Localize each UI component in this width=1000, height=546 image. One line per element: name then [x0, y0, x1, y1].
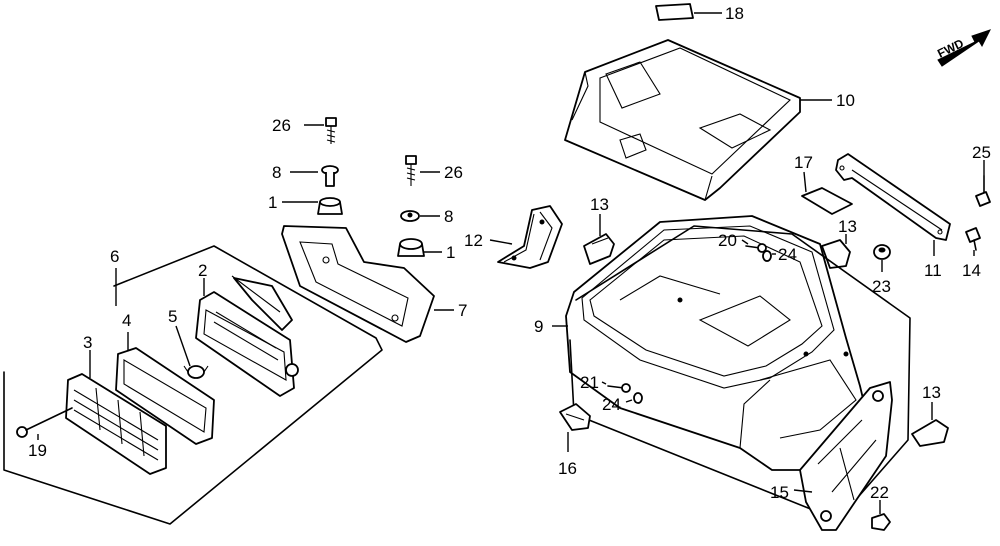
- callout-19: 19: [28, 441, 47, 460]
- callout-8-left: 8: [272, 163, 281, 182]
- part-1-grommet-right: [397, 238, 425, 257]
- part-24-nut-upper: [762, 250, 772, 262]
- part-20-screw: [745, 243, 767, 253]
- callout-9: 9: [534, 317, 543, 336]
- forward-arrow-icon: FWD: [935, 29, 991, 67]
- part-24-nut-lower: [633, 392, 643, 404]
- callout-13-upper: 13: [590, 195, 609, 214]
- part-6-assembly-outline: [3, 245, 383, 525]
- part-11-strap: [835, 153, 951, 241]
- callout-1-right: 1: [446, 243, 455, 262]
- part-26-screw-right: [405, 155, 417, 186]
- callout-labels: 18 10 26 26 8 8 1 1 6 2 4 5 3 7 19 12 13…: [28, 4, 991, 502]
- part-9-assembly-outline: [569, 225, 911, 521]
- part-7-light-bracket: [281, 225, 435, 343]
- part-18-label-sticker: [655, 3, 694, 21]
- part-16-latch: [559, 403, 591, 431]
- callout-18: 18: [725, 4, 744, 23]
- part-3-lens: [65, 373, 167, 475]
- callout-11: 11: [924, 261, 942, 280]
- part-23-nut: [873, 244, 891, 260]
- callout-24-lower: 24: [602, 395, 621, 414]
- part-19-screw: [16, 407, 73, 438]
- callout-15: 15: [770, 483, 789, 502]
- part-25-bolt: [975, 175, 991, 207]
- part-13-clip-upper: [583, 233, 615, 265]
- callout-13-mid: 13: [838, 217, 857, 236]
- part-1-grommet-left: [317, 197, 343, 215]
- callout-2: 2: [198, 261, 207, 280]
- callout-22: 22: [870, 483, 889, 502]
- callout-26-right: 26: [444, 163, 463, 182]
- callout-7: 7: [458, 301, 467, 320]
- callout-12: 12: [464, 231, 483, 250]
- callout-6: 6: [110, 247, 119, 266]
- part-8-washer-right: [400, 210, 420, 222]
- part-4-gasket: [115, 347, 215, 445]
- part-12-hinge-bracket: [497, 205, 563, 269]
- part-8-washer-left: [321, 165, 339, 187]
- callout-21: 21: [580, 373, 599, 392]
- callout-13-right: 13: [922, 383, 941, 402]
- part-14-bolt: [965, 227, 981, 251]
- callout-16: 16: [558, 459, 577, 478]
- callout-17: 17: [794, 153, 813, 172]
- callout-14: 14: [962, 261, 981, 280]
- callout-25: 25: [972, 143, 991, 162]
- callout-23: 23: [872, 277, 891, 296]
- callout-10: 10: [836, 91, 855, 110]
- part-10-trunk-lid: [564, 39, 801, 201]
- part-5-bulb: [183, 365, 209, 379]
- part-9-trunk-box: [565, 215, 869, 471]
- callout-24-upper: 24: [778, 245, 797, 264]
- part-2-light-housing: [195, 275, 299, 397]
- part-17-pad: [801, 187, 853, 215]
- part-26-screw-left: [325, 117, 337, 144]
- callout-26-left: 26: [272, 116, 291, 135]
- part-22-nut: [871, 513, 891, 531]
- callout-4: 4: [122, 311, 131, 330]
- part-21-screw: [607, 383, 631, 393]
- part-13-clip-right: [911, 419, 949, 447]
- part-15-support-plate: [799, 381, 893, 531]
- callout-1-left: 1: [268, 193, 277, 212]
- callout-20: 20: [718, 231, 737, 250]
- callout-8-right: 8: [444, 207, 453, 226]
- callout-5: 5: [168, 307, 177, 326]
- callout-3: 3: [83, 333, 92, 352]
